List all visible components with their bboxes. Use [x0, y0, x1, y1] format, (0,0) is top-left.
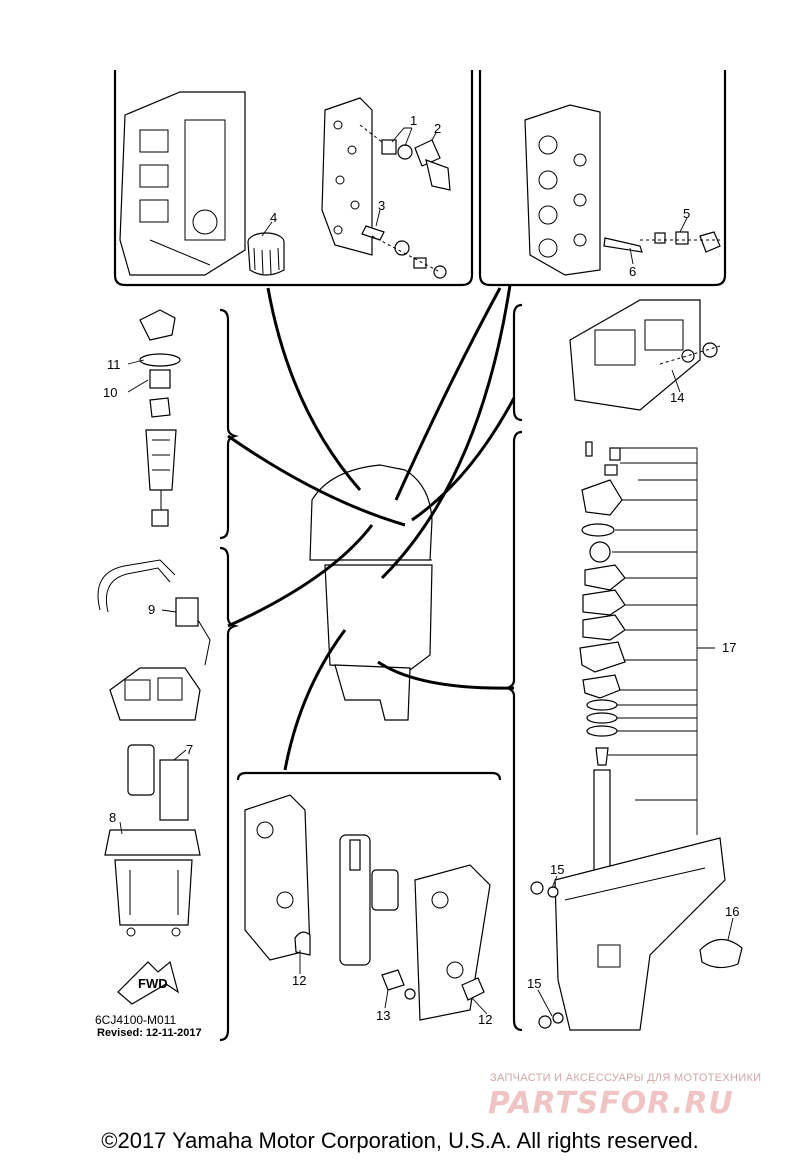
water-pump-parts — [579, 441, 626, 766]
forward-arrow-icon: FWD — [117, 960, 179, 1005]
gearcase — [554, 837, 726, 1031]
callout-8: 8 — [109, 810, 116, 825]
bracket-panel — [236, 771, 502, 1021]
cylinder-head — [524, 104, 601, 276]
callout-12-right: 12 — [478, 1012, 492, 1027]
crankcase-block — [119, 91, 246, 276]
oil-pan-panel — [512, 299, 721, 422]
callout-2: 2 — [434, 121, 441, 136]
callout-11: 11 — [107, 357, 121, 372]
callout-12-left: 12 — [292, 973, 306, 988]
head-small-parts — [603, 231, 721, 253]
anode-parts — [361, 225, 447, 279]
watermark-tagline: ЗАПЧАСТИ И АКСЕССУАРЫ ДЛЯ МОТОТЕХНИКИ — [490, 1072, 762, 1084]
trim-anode — [699, 938, 743, 969]
leader-lines — [119, 127, 734, 1017]
revision-date: Revised: 12-11-2017 — [97, 1027, 202, 1039]
fuel-filter-panel — [139, 308, 239, 540]
callout-10: 10 — [103, 385, 117, 400]
callout-4: 4 — [270, 210, 277, 225]
top-engine-panel — [113, 70, 727, 287]
connection-lines — [227, 284, 516, 771]
watermark-logo: PARTSFOR.RU — [488, 1086, 734, 1121]
outboard-silhouette — [309, 464, 433, 721]
callout-16: 16 — [725, 904, 739, 919]
callout-3: 3 — [378, 198, 385, 213]
callout-15-upper: 15 — [550, 862, 564, 877]
callout-5: 5 — [683, 206, 690, 221]
fwd-label: FWD — [138, 976, 168, 991]
reference-code: 6CJ4100-M011 — [95, 1013, 177, 1027]
callout-17: 17 — [722, 640, 736, 655]
callout-15-lower: 15 — [527, 976, 541, 991]
callout-numbers: 1 2 3 4 5 6 7 8 9 10 11 12 12 13 14 15 1… — [103, 113, 739, 1027]
callout-7: 7 — [186, 742, 193, 757]
callout-13: 13 — [376, 1008, 390, 1023]
exhaust-cover — [321, 97, 373, 256]
thermostat-parts — [359, 124, 451, 191]
lower-unit-panel — [503, 430, 743, 1032]
callout-14: 14 — [670, 390, 684, 405]
fuel-pump-panel: FWD — [97, 546, 239, 1042]
callout-6: 6 — [629, 264, 636, 279]
copyright-notice: ©2017 Yamaha Motor Corporation, U.S.A. A… — [101, 1128, 699, 1153]
oil-filter-part — [247, 232, 285, 276]
callout-9: 9 — [148, 602, 155, 617]
callout-1: 1 — [410, 113, 417, 128]
